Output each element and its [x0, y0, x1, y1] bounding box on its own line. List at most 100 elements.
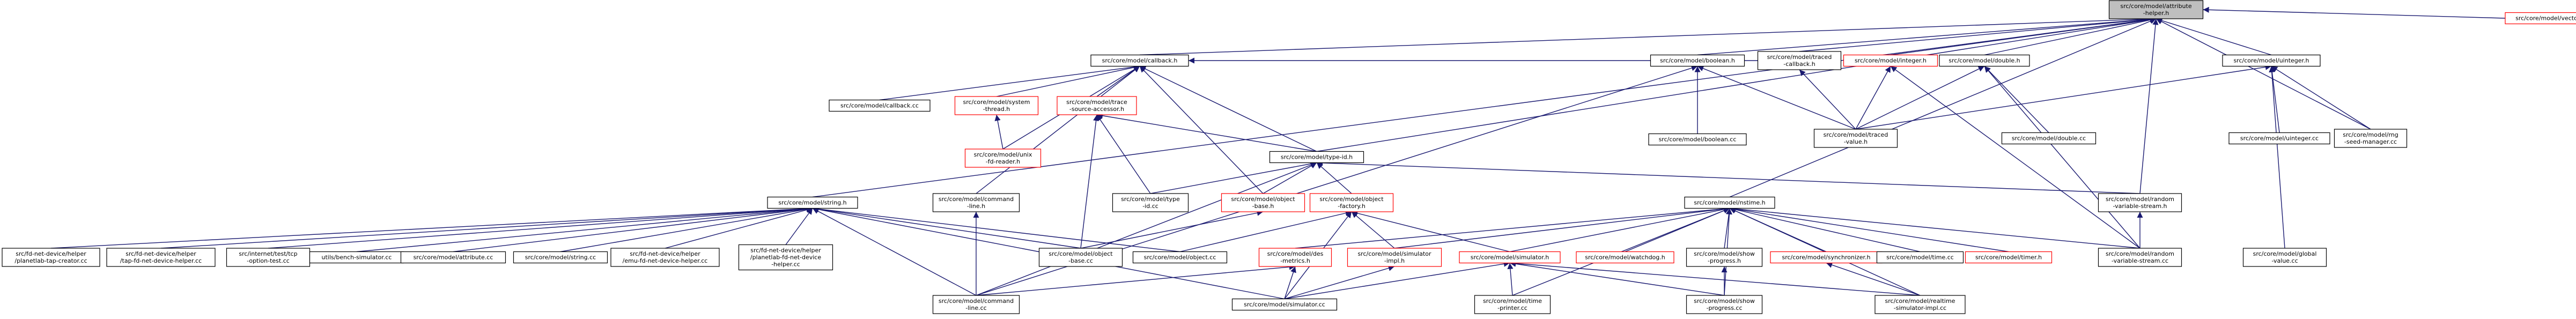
node-label: src/fd-net-device/helper: [630, 250, 700, 257]
node-box: [2098, 248, 2182, 267]
edge-uinteger_h-to-traced_val: [1855, 64, 2272, 130]
node-box: [1474, 295, 1551, 314]
edge-obj_base_h-to-obj_base_cc: [1080, 210, 1264, 249]
node-label: src/core/model/type-id.h: [1281, 154, 1353, 161]
node-box: [1090, 54, 1189, 67]
node-fd-tap[interactable]: src/fd-net-device/helper/planetlab-tap-c…: [2, 248, 100, 267]
node-double-h[interactable]: src/core/model/double.h: [1939, 54, 2030, 67]
node-label: src/core/model/random: [2106, 250, 2174, 257]
node-rng-seed[interactable]: src/core/model/rng-seed-manager.cc: [2334, 129, 2408, 148]
node-label: -metrics.h: [1280, 257, 1310, 264]
node-label: -factory.h: [1338, 203, 1365, 210]
node-box: [1684, 196, 1775, 209]
edge-type_id_h-to-type_id_cc: [1150, 161, 1317, 194]
edge-string_h-to-fd_tap_helper: [160, 205, 813, 249]
node-traced-val[interactable]: src/core/model/traced-value.h: [1813, 129, 1898, 148]
node-box: [1231, 298, 1338, 311]
node-cmdline-h[interactable]: src/core/model/command-line.h: [932, 193, 1020, 212]
node-sys-thread[interactable]: src/core/model/system-thread.h: [954, 96, 1039, 115]
node-double-cc[interactable]: src/core/model/double.cc: [2001, 132, 2097, 145]
node-fd-tap-helper[interactable]: src/fd-net-device/helper/tap-fd-net-devi…: [106, 248, 216, 267]
node-boolean-h[interactable]: src/core/model/boolean.h: [1650, 54, 1745, 67]
node-trace-src[interactable]: src/core/model/trace-source-accessor.h: [1057, 96, 1137, 115]
node-obj-base-h[interactable]: src/core/model/object-base.h: [1221, 193, 1305, 212]
node-des-metrics[interactable]: src/core/model/des-metrics.h: [1258, 248, 1332, 267]
node-planetlab-fd[interactable]: src/fd-net-device/helper/planetlab-fd-ne…: [738, 244, 833, 271]
node-vector[interactable]: src/core/model/vector.h: [2505, 12, 2576, 25]
node-uinteger-h[interactable]: src/core/model/uinteger.h: [2222, 54, 2321, 67]
node-label: -impl.h: [1384, 257, 1405, 264]
node-type-id-h[interactable]: src/core/model/type-id.h: [1269, 151, 1364, 164]
node-realtime-sim[interactable]: src/core/model/realtime-simulator-impl.c…: [1874, 295, 1966, 314]
node-box: [1650, 54, 1745, 67]
node-box: [106, 248, 216, 267]
node-obj-factory[interactable]: src/core/model/object-factory.h: [1309, 193, 1394, 212]
node-time-cc[interactable]: src/core/model/time.cc: [1876, 251, 1964, 264]
node-rand-var-h[interactable]: src/core/model/random-variable-stream.h: [2098, 193, 2182, 212]
node-global-val[interactable]: src/core/model/global-value.cc: [2242, 248, 2327, 267]
node-label: src/core/model/uinteger.h: [2233, 57, 2309, 64]
node-label: src/core/model/des: [1267, 250, 1324, 257]
node-box: [1221, 193, 1305, 212]
node-nstime-h[interactable]: src/core/model/nstime.h: [1684, 196, 1775, 209]
node-box: [2222, 54, 2321, 67]
edge-string_h-to-cmdline_cc: [812, 207, 977, 296]
node-box: [1576, 251, 1674, 264]
node-label: src/core/model/unix: [974, 151, 1032, 158]
node-callback[interactable]: src/core/model/callback.h: [1090, 54, 1189, 67]
edge-attr-to-rand_var_h: [2139, 18, 2159, 194]
node-timer-h[interactable]: src/core/model/timer.h: [1965, 251, 2053, 264]
edge-nstime_h-to-time_cc: [1729, 206, 1921, 253]
node-label: -helper.h: [2143, 10, 2169, 17]
node-boolean-cc[interactable]: src/core/model/boolean.cc: [1648, 133, 1747, 146]
node-label: -value.h: [1844, 138, 1868, 145]
edge-attr-to-uinteger_h: [2156, 18, 2272, 56]
node-obj-base-cc[interactable]: src/core/model/object-base.cc: [1038, 248, 1123, 267]
node-simulator-cc[interactable]: src/core/model/simulator.cc: [1231, 298, 1338, 311]
node-label: src/core/model/attribute: [2120, 3, 2191, 10]
node-label: src/core/model/global: [2253, 250, 2317, 257]
node-synchronizer[interactable]: src/core/model/synchronizer.h: [1770, 251, 1883, 264]
node-emu-fd[interactable]: src/fd-net-device/helper/emu-fd-net-devi…: [610, 248, 720, 267]
node-watchdog[interactable]: src/core/model/watchdog.h: [1576, 251, 1674, 264]
node-time-printer[interactable]: src/core/model/time-printer.cc: [1474, 295, 1551, 314]
node-label: src/core/model/command: [939, 298, 1014, 305]
node-label: src/core/model/vector.h: [2515, 15, 2576, 22]
node-callback-cc[interactable]: src/core/model/callback.cc: [829, 99, 931, 112]
node-box: [1686, 248, 1763, 267]
node-box: [1757, 51, 1842, 70]
node-label: src/fd-net-device/helper: [750, 247, 821, 254]
node-box: [1876, 251, 1964, 264]
node-cmdline-cc[interactable]: src/core/model/command-line.cc: [932, 295, 1020, 314]
node-tcp-opt[interactable]: src/internet/test/tcp-option-test.cc: [226, 248, 311, 267]
node-type-id-cc[interactable]: src/core/model/type-id.cc: [1112, 193, 1189, 212]
node-traced-cb[interactable]: src/core/model/traced-callback.h: [1757, 51, 1842, 70]
edge-obj_factory-to-sim_impl_h: [1351, 211, 1395, 249]
node-label: src/core/model/traced: [1824, 131, 1888, 138]
node-string-cc[interactable]: src/core/model/string.cc: [513, 251, 608, 264]
edge-double_h-to-traced_val: [1855, 65, 1985, 130]
node-integer-h[interactable]: src/core/model/integer.h: [1843, 54, 1938, 67]
node-label: src/core/model/integer.h: [1855, 57, 1927, 64]
node-box: [2334, 129, 2408, 148]
node-uinteger-cc[interactable]: src/core/model/uinteger.cc: [2228, 132, 2330, 145]
node-unix-fd[interactable]: src/core/model/unix-fd-reader.h: [964, 149, 1042, 168]
node-attribute-cc[interactable]: src/core/model/attribute.cc: [400, 251, 506, 264]
node-show-prog-h[interactable]: src/core/model/show-progress.h: [1686, 248, 1763, 267]
node-box: [226, 248, 311, 267]
node-object-cc[interactable]: src/core/model/object.cc: [1132, 251, 1228, 264]
node-label: src/core/model/simulator: [1357, 250, 1431, 257]
node-box: [738, 244, 833, 271]
node-label: src/core/model/string.h: [778, 199, 846, 206]
node-label: src/core/model/rng: [2343, 131, 2398, 138]
node-simulator-h[interactable]: src/core/model/simulator.h: [1459, 251, 1561, 264]
node-show-prog-cc[interactable]: src/core/model/show-progress.cc: [1686, 295, 1763, 314]
node-label: src/core/model/string.cc: [525, 254, 596, 261]
node-sim-impl-h[interactable]: src/core/model/simulator-impl.h: [1347, 248, 1442, 267]
node-string-h[interactable]: src/core/model/string.h: [767, 196, 858, 209]
node-label: /tap-fd-net-device-helper.cc: [120, 257, 202, 264]
node-label: src/core/model/boolean.cc: [1659, 136, 1737, 143]
node-rand-var-cc[interactable]: src/core/model/random-variable-stream.cc: [2098, 248, 2182, 267]
node-bench-sim[interactable]: utils/bench-simulator.cc: [309, 251, 404, 264]
